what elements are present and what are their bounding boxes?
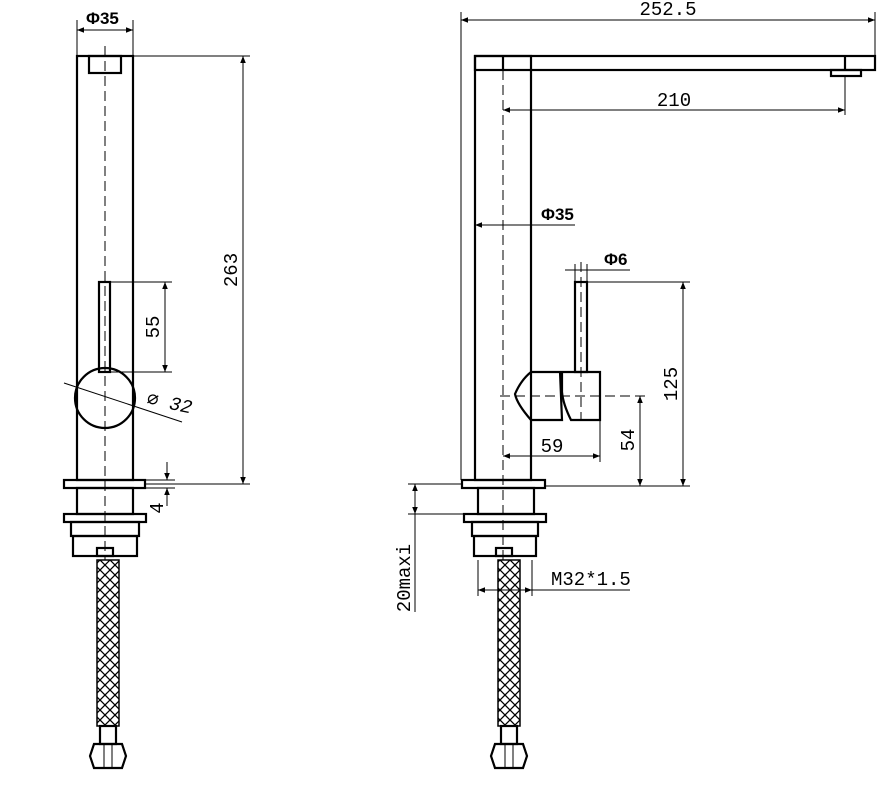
side-lever-diameter-label: Φ6 xyxy=(604,250,627,269)
side-handle-depth-label: 59 xyxy=(541,436,564,458)
side-handle-body xyxy=(513,370,564,422)
side-hose-ferrule xyxy=(499,724,519,746)
front-lever-length-label: 55 xyxy=(143,316,165,339)
side-nut xyxy=(470,520,540,538)
front-body-diameter-label: Φ35 xyxy=(86,9,119,28)
side-handle-cap xyxy=(560,370,602,422)
front-height-label: 263 xyxy=(221,253,243,287)
side-max-thickness-label: 20maxi xyxy=(394,544,416,612)
side-view: 252.5 210 Φ35 Φ6 125 54 59 20maxi xyxy=(394,0,877,770)
side-lever-height-label: 125 xyxy=(661,367,683,401)
front-hose-ferrule xyxy=(98,724,118,746)
front-base-thickness-label: 4 xyxy=(147,502,169,513)
front-handle-diameter-label: ∅ 32 xyxy=(145,388,194,419)
front-handle-disc xyxy=(73,366,137,430)
front-handle-diameter-leader xyxy=(63,382,183,423)
side-washer xyxy=(462,512,548,524)
side-lock-nut xyxy=(472,534,538,558)
side-handle-height-label: 54 xyxy=(618,429,640,452)
side-spout-reach-label: 210 xyxy=(657,90,691,112)
front-hose-fitting xyxy=(88,742,128,770)
front-view: Φ35 263 55 ∅ 32 4 xyxy=(62,9,250,770)
side-nut-slot xyxy=(494,546,514,558)
side-thread-label: M32*1.5 xyxy=(551,569,631,591)
side-body-diameter-label: Φ35 xyxy=(541,205,574,224)
side-mount-shank xyxy=(476,486,536,516)
front-braided-hose xyxy=(96,559,120,727)
side-braided-hose xyxy=(497,559,521,727)
front-faucet-body xyxy=(75,54,135,482)
front-nut-slot xyxy=(95,546,115,558)
side-hose-fitting xyxy=(489,742,529,770)
side-total-reach-label: 252.5 xyxy=(639,0,696,21)
side-spout-arm xyxy=(473,54,877,72)
side-spout-outlet xyxy=(829,68,863,78)
front-lever xyxy=(97,280,112,374)
